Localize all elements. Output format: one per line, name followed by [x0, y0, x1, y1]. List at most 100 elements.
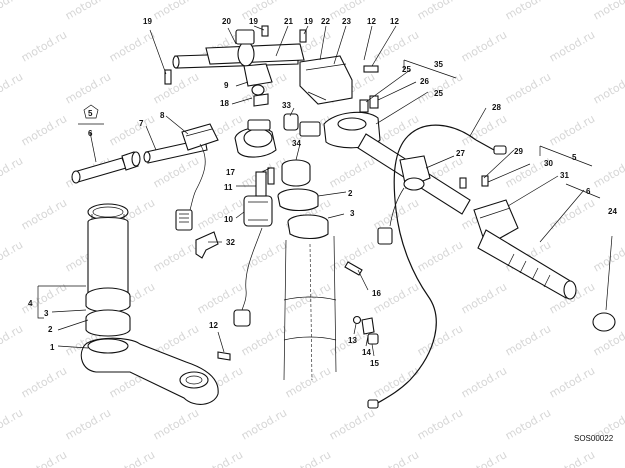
- callout-14: 14: [362, 348, 371, 357]
- callout-1: 1: [50, 343, 55, 352]
- callout-16: 16: [372, 289, 381, 298]
- watermark-text: motod.ru: [371, 280, 421, 316]
- fork-tube-and-lower-yoke: [80, 203, 231, 405]
- watermark-text: motod.ru: [415, 406, 465, 442]
- callout-11: 11: [224, 183, 233, 192]
- watermark-text: motod.ru: [547, 196, 597, 232]
- watermark-text: motod.ru: [283, 364, 333, 400]
- watermark-text: motod.ru: [239, 238, 289, 274]
- watermark-text: motod.ru: [63, 406, 113, 442]
- watermark-text: motod.ru: [239, 406, 289, 442]
- callout-29: 29: [514, 147, 523, 156]
- callout-24: 24: [608, 207, 617, 216]
- callout-19: 19: [304, 17, 313, 26]
- watermark-text: motod.ru: [591, 0, 625, 23]
- watermark-text: motod.ru: [239, 322, 289, 358]
- steering-damper: [164, 25, 379, 107]
- callout-34: 34: [292, 139, 301, 148]
- watermark-text: motod.ru: [415, 322, 465, 358]
- watermark-text: motod.ru: [547, 364, 597, 400]
- callout-8: 8: [160, 111, 165, 120]
- leader-lines: [37, 25, 613, 357]
- watermark-text: motod.ru: [107, 448, 157, 468]
- watermark-text: motod.ru: [0, 70, 25, 106]
- watermark-text: motod.ru: [195, 196, 245, 232]
- watermark-text: motod.ru: [591, 70, 625, 106]
- watermark-text: motod.ru: [459, 112, 509, 148]
- callout-15: 15: [370, 359, 379, 368]
- watermark-text: motod.ru: [19, 28, 69, 64]
- watermark-text: motod.ru: [63, 0, 113, 23]
- watermark-text: motod.ru: [195, 448, 245, 468]
- watermark-text: motod.ru: [371, 364, 421, 400]
- watermark-text: motod.ru: [0, 0, 25, 23]
- callout-26: 26: [420, 77, 429, 86]
- watermark-text: motod.ru: [151, 406, 201, 442]
- watermark-text: motod.ru: [371, 28, 421, 64]
- callout-25: 25: [402, 65, 411, 74]
- callout-19: 19: [249, 17, 258, 26]
- left-grip-assembly: [71, 119, 277, 231]
- callout-12: 12: [390, 17, 399, 26]
- callout-19: 19: [143, 17, 152, 26]
- watermark-text: motod.ru: [371, 448, 421, 468]
- watermark-text: motod.ru: [591, 238, 625, 274]
- callout-12: 12: [367, 17, 376, 26]
- callout-12: 12: [209, 321, 218, 330]
- watermark-text: motod.ru: [19, 448, 69, 468]
- watermark-text: motod.ru: [0, 238, 25, 274]
- callout-21: 21: [284, 17, 293, 26]
- watermark-text: motod.ru: [415, 238, 465, 274]
- callout-30: 30: [544, 159, 553, 168]
- callout-22: 22: [321, 17, 330, 26]
- watermark-text: motod.ru: [19, 112, 69, 148]
- watermark-text: motod.ru: [151, 0, 201, 23]
- watermark-text: motod.ru: [151, 70, 201, 106]
- watermark-text: motod.ru: [459, 364, 509, 400]
- watermark-text: motod.ru: [503, 406, 553, 442]
- watermark-text: motod.ru: [547, 448, 597, 468]
- watermark-text: motod.ru: [283, 448, 333, 468]
- watermark-text: motod.ru: [459, 28, 509, 64]
- callout-35: 35: [434, 60, 443, 69]
- watermark-text: motod.ru: [591, 154, 625, 190]
- watermark-text: motod.ru: [547, 112, 597, 148]
- watermark-text: motod.ru: [107, 112, 157, 148]
- callout-3: 3: [350, 209, 355, 218]
- watermark-text: motod.ru: [327, 406, 377, 442]
- callout-5: 5: [88, 109, 93, 118]
- callout-4: 4: [28, 299, 33, 308]
- callout-25: 25: [434, 89, 443, 98]
- callout-6: 6: [586, 187, 591, 196]
- watermark-text: motod.ru: [415, 0, 465, 23]
- watermark-text: motod.ru: [239, 0, 289, 23]
- watermark-text: motod.ru: [503, 0, 553, 23]
- callout-31: 31: [560, 171, 569, 180]
- watermark-text: motod.ru: [107, 28, 157, 64]
- callout-28: 28: [492, 103, 501, 112]
- watermark-text: motod.ru: [327, 154, 377, 190]
- watermark-text: motod.ru: [19, 364, 69, 400]
- watermark-text: motod.ru: [0, 154, 25, 190]
- watermark-text: motod.ru: [0, 406, 25, 442]
- callout-27: 27: [456, 149, 465, 158]
- callout-5: 5: [572, 153, 577, 162]
- right-handlebar-assembly: [78, 59, 616, 409]
- callout-33: 33: [282, 101, 291, 110]
- drawing-code: SOS00022: [574, 434, 614, 443]
- watermark-text: motod.ru: [503, 70, 553, 106]
- callout-3: 3: [44, 309, 49, 318]
- watermark-text: motod.ru: [459, 280, 509, 316]
- callout-18: 18: [220, 99, 229, 108]
- watermark-text: motod.ru: [63, 70, 113, 106]
- watermark-text: motod.ru: [151, 238, 201, 274]
- watermark-text: motod.ru: [0, 322, 25, 358]
- callout-32: 32: [226, 238, 235, 247]
- callout-20: 20: [222, 17, 231, 26]
- watermark-text: motod.ru: [503, 322, 553, 358]
- callout-labels: 19 20 19 21 19 22 23 12 12 35 25 26 25 2…: [28, 17, 617, 368]
- callout-17: 17: [226, 168, 235, 177]
- callout-13: 13: [348, 336, 357, 345]
- callout-23: 23: [342, 17, 351, 26]
